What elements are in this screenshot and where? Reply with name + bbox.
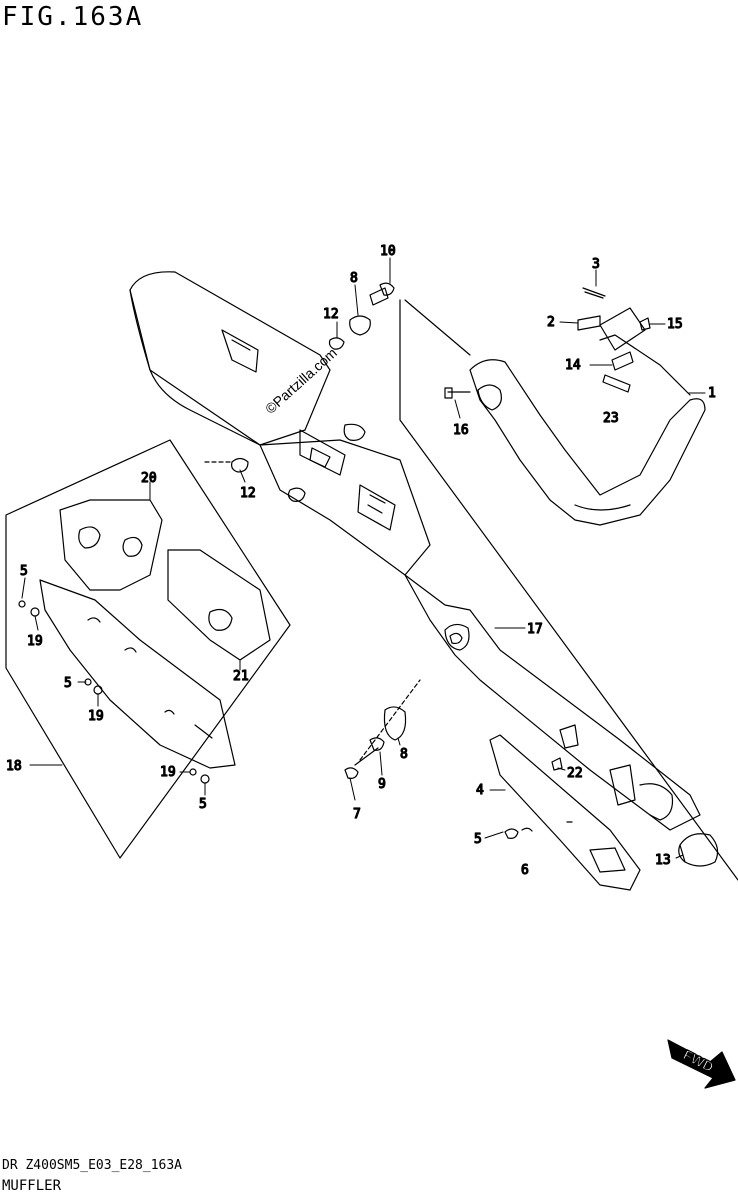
muffler-logo bbox=[221, 329, 259, 373]
callout-19-a: 19 bbox=[27, 634, 43, 649]
stud-bolt bbox=[582, 287, 606, 297]
figure-title: FIG.163A bbox=[2, 2, 144, 32]
flange-nut bbox=[639, 317, 651, 331]
muffler-canister bbox=[129, 271, 331, 446]
callout-8-upper: 8 bbox=[350, 271, 358, 286]
callout-9: 9 bbox=[378, 777, 386, 792]
flange-bolt bbox=[611, 351, 634, 371]
callout-2: 2 bbox=[547, 315, 555, 330]
figure-code: DR Z400SM5_E03_E28_163A bbox=[2, 1158, 183, 1173]
callout-6: 6 bbox=[521, 863, 529, 878]
callout-14: 14 bbox=[565, 358, 581, 373]
callout-7: 7 bbox=[353, 807, 361, 822]
callout-19-c: 19 bbox=[160, 765, 176, 780]
group-frame-main-top bbox=[404, 299, 471, 356]
cover-fasteners bbox=[18, 600, 210, 784]
muffler-mid-section bbox=[259, 423, 431, 576]
heat-shield-frame bbox=[5, 439, 291, 859]
gasket bbox=[577, 315, 601, 331]
callout-8-lower: 8 bbox=[400, 747, 408, 762]
leader-lines bbox=[21, 257, 706, 859]
callout-20: 20 bbox=[141, 471, 157, 486]
oxygen-sensor bbox=[602, 374, 631, 393]
callout-5-b: 5 bbox=[64, 676, 72, 691]
cover-20 bbox=[59, 499, 163, 591]
callout-15: 15 bbox=[667, 317, 683, 332]
heat-shield-lower bbox=[489, 734, 641, 891]
bracket-22 bbox=[551, 757, 563, 771]
figure-name: MUFFLER bbox=[2, 1178, 62, 1194]
fwd-arrow-badge: FWD bbox=[667, 1039, 736, 1089]
flange-parts bbox=[444, 287, 651, 399]
tail-pipe bbox=[404, 574, 701, 831]
callout-23: 23 bbox=[603, 411, 619, 426]
end-cap bbox=[678, 833, 719, 867]
flange-plate bbox=[599, 307, 646, 351]
callout-13: 13 bbox=[655, 853, 671, 868]
callout-5-c: 5 bbox=[199, 797, 207, 812]
lower-mount-hardware bbox=[344, 679, 421, 779]
callout-12-upper: 12 bbox=[323, 307, 339, 322]
callout-5-a: 5 bbox=[20, 564, 28, 579]
callout-18: 18 bbox=[6, 759, 22, 774]
cover-21 bbox=[167, 549, 271, 661]
side-cover-assembly bbox=[39, 499, 271, 769]
cover-18 bbox=[39, 579, 236, 769]
group-frame-main bbox=[399, 299, 738, 881]
callout-12-lower: 12 bbox=[240, 486, 256, 501]
callout-17: 17 bbox=[527, 622, 543, 637]
callout-3: 3 bbox=[592, 257, 600, 272]
callout-1: 1 bbox=[708, 386, 716, 401]
exhaust-header-pipe bbox=[469, 334, 706, 526]
callout-19-b: 19 bbox=[88, 709, 104, 724]
callout-21: 21 bbox=[233, 669, 249, 684]
callout-4: 4 bbox=[476, 783, 484, 798]
callout-10: 10 bbox=[380, 244, 396, 259]
callout-5-d: 5 bbox=[474, 832, 482, 847]
callout-16: 16 bbox=[453, 423, 469, 438]
callout-22: 22 bbox=[567, 766, 583, 781]
